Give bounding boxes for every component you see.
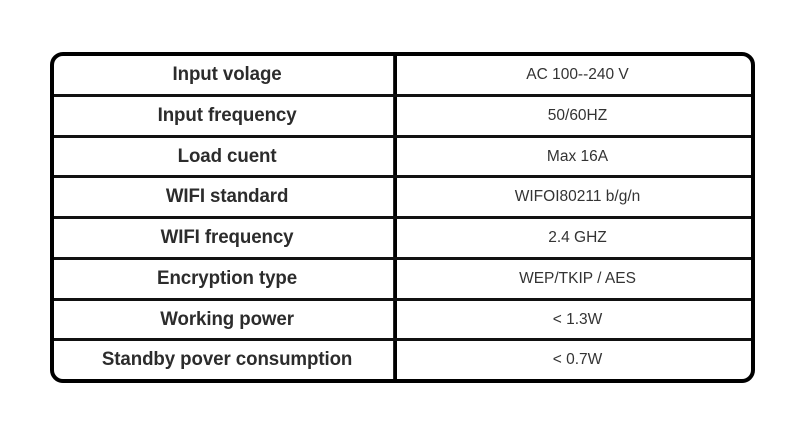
spec-value-cell: AC 100--240 V: [526, 66, 629, 84]
table-row: Load cuent Max 16A: [54, 137, 751, 179]
spec-label-cell: Encryption type: [61, 259, 397, 298]
spec-label-cell: Load cuent: [61, 137, 397, 176]
spec-label-cell: Input frequency: [61, 96, 397, 135]
table-row: Input frequency 50/60HZ: [54, 96, 751, 138]
spec-label-cell: WIFI standard: [61, 178, 397, 216]
table-body: Input volage AC 100--240 V Input frequen…: [54, 56, 751, 379]
spec-value-cell: WIFOI80211 b/g/n: [514, 188, 641, 206]
spec-value-cell: Max 16A: [546, 147, 609, 165]
table-row: WIFI standard WIFOI80211 b/g/n: [54, 178, 751, 219]
spec-value-cell: 2.4 GHZ: [548, 229, 607, 247]
table-row: Standby pover consumption < 0.7W: [54, 341, 751, 379]
table-row: WIFI frequency 2.4 GHZ: [54, 219, 751, 260]
specifications-table: Input volage AC 100--240 V Input frequen…: [50, 52, 755, 383]
spec-value-cell: < 1.3W: [552, 310, 603, 328]
spec-value-cell: 50/60HZ: [547, 106, 608, 124]
table-row: Input volage AC 100--240 V: [54, 56, 751, 97]
spec-value-cell: < 0.7W: [552, 351, 603, 369]
spec-label-cell: Standby pover consumption: [61, 341, 397, 379]
spec-value-cell: WEP/TKIP / AES: [519, 269, 636, 287]
table-row: Encryption type WEP/TKIP / AES: [54, 259, 751, 301]
table-row: Working power < 1.3W: [54, 300, 751, 342]
spec-label-cell: Input volage: [61, 56, 397, 94]
spec-label-cell: WIFI frequency: [61, 219, 397, 257]
spec-label-cell: Working power: [61, 300, 397, 339]
